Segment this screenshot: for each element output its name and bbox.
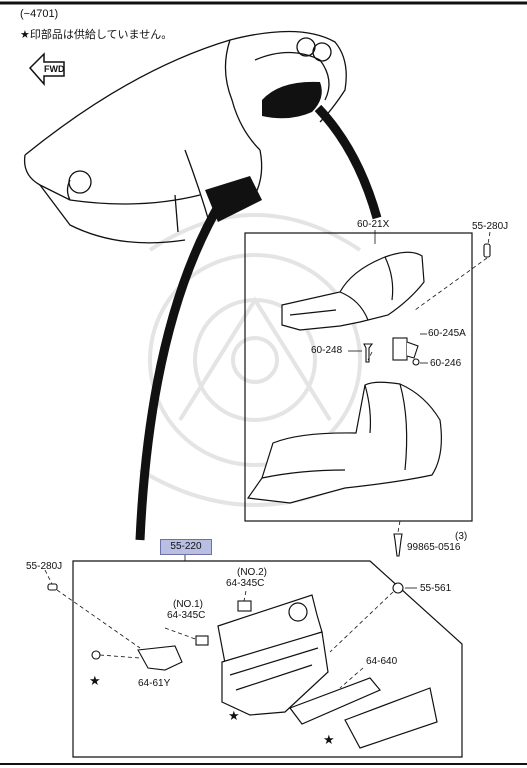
part-64-640[interactable]: 64-640 — [366, 656, 398, 667]
part-99865-0516[interactable]: 99865-0516 — [407, 542, 461, 553]
lower-detail-box — [72, 560, 463, 758]
screw-55-561 — [392, 582, 404, 594]
part-64-345c-no2[interactable]: 64-345C — [226, 578, 265, 589]
part-55-220[interactable]: 55-220 — [160, 539, 212, 555]
bulb-sockets — [47, 583, 252, 646]
storage-lid — [344, 687, 438, 749]
part-60-21x[interactable]: 60-21X — [357, 219, 390, 230]
note-text: 印部品は供給していません。 — [29, 29, 173, 41]
watermark-emblem — [138, 213, 372, 507]
lower-column-cover — [246, 381, 442, 504]
callout-arc-column — [314, 104, 382, 220]
part-99865-qty: (3) — [455, 531, 468, 542]
note-star: ★ — [20, 29, 30, 41]
panel-housing — [221, 631, 329, 716]
part-no1-label: (NO.1) — [173, 599, 203, 610]
leader-lines — [44, 231, 491, 689]
fwd-arrow — [28, 52, 65, 86]
label-leaders — [184, 230, 428, 589]
part-64-61y[interactable]: 64-61Y — [138, 678, 171, 689]
upper-detail-box — [244, 232, 473, 522]
dashboard-cluster-opening — [262, 81, 322, 119]
storage-tray — [289, 677, 381, 725]
part-55-561[interactable]: 55-561 — [420, 583, 452, 594]
not-supplied-star-2: ★ — [228, 708, 240, 723]
part-55-280j-bottom[interactable]: 55-280J — [26, 561, 63, 572]
upper-column-cover — [281, 251, 425, 331]
part-60-246[interactable]: 60-246 — [430, 358, 462, 369]
not-supplied-star-1: ★ — [89, 673, 101, 688]
harness — [91, 645, 183, 671]
range-text: (−4701) — [20, 8, 59, 20]
upper-fasteners — [363, 243, 491, 557]
part-60-245a[interactable]: 60-245A — [428, 328, 466, 339]
callout-arc-panel — [135, 197, 226, 541]
part-55-280j-top[interactable]: 55-280J — [472, 221, 509, 232]
dashboard-outline — [23, 30, 347, 244]
part-no2-label: (NO.2) — [237, 567, 267, 578]
fwd-label: FWD — [44, 64, 65, 74]
note-line: ★印部品は供給していません。 — [20, 26, 172, 42]
panel-hood — [217, 594, 323, 664]
part-64-345c-no1[interactable]: 64-345C — [167, 610, 206, 621]
not-supplied-star-3: ★ — [323, 732, 335, 747]
part-60-248[interactable]: 60-248 — [311, 345, 343, 356]
